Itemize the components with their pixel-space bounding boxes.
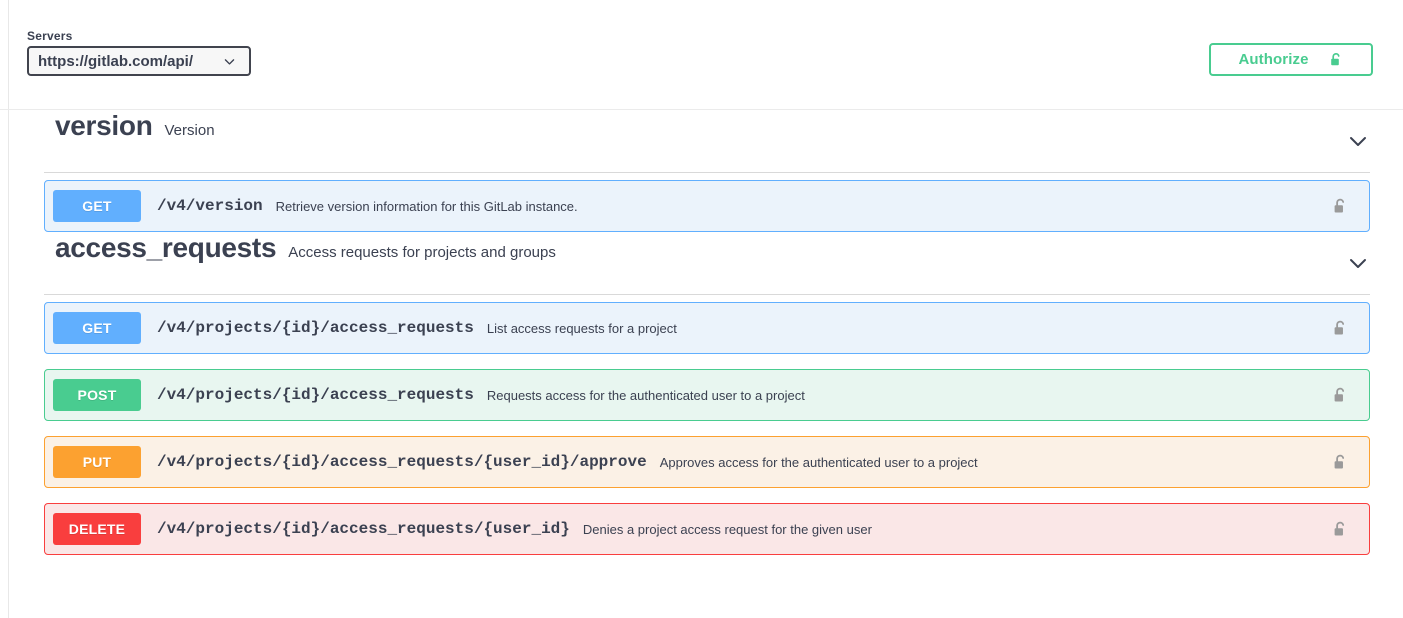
- operation-summary: Denies a project access request for the …: [582, 521, 872, 537]
- unlock-icon: [1328, 51, 1344, 68]
- http-method-badge: GET: [53, 190, 141, 222]
- operation-path: /v4/projects/{id}/access_requests: [157, 386, 474, 404]
- authorize-button[interactable]: Authorize: [1209, 43, 1373, 76]
- operation-row[interactable]: DELETE /v4/projects/{id}/access_requests…: [44, 503, 1370, 555]
- chevron-down-icon[interactable]: [1346, 129, 1370, 153]
- operation-path: /v4/version: [157, 197, 263, 215]
- http-method-badge: GET: [53, 312, 141, 344]
- tag-section-access-requests: access_requests Access requests for proj…: [0, 232, 1403, 555]
- chevron-down-icon[interactable]: [1346, 251, 1370, 275]
- http-method-badge: PUT: [53, 446, 141, 478]
- operation-summary: Requests access for the authenticated us…: [486, 387, 805, 403]
- operation-row[interactable]: POST /v4/projects/{id}/access_requests R…: [44, 369, 1370, 421]
- unlock-icon[interactable]: [1331, 453, 1349, 472]
- tag-section-version: version Version GET /v4/version Retrieve…: [0, 110, 1403, 232]
- server-select[interactable]: https://gitlab.com/api/: [27, 46, 251, 76]
- operation-row[interactable]: GET /v4/projects/{id}/access_requests Li…: [44, 302, 1370, 354]
- tag-description: Version: [164, 122, 215, 139]
- operation-path: /v4/projects/{id}/access_requests/{user_…: [157, 453, 647, 471]
- tag-name: access_requests: [55, 232, 277, 263]
- unlock-icon[interactable]: [1331, 386, 1349, 405]
- tag-description: Access requests for projects and groups: [288, 244, 556, 261]
- tag-header-version[interactable]: version Version: [0, 110, 1403, 172]
- tag-divider: [44, 294, 1370, 295]
- tag-header-access-requests[interactable]: access_requests Access requests for proj…: [0, 232, 1403, 294]
- http-method-badge: DELETE: [53, 513, 141, 545]
- servers-label: Servers: [27, 29, 73, 43]
- operation-summary: Approves access for the authenticated us…: [659, 454, 978, 470]
- unlock-icon[interactable]: [1331, 520, 1349, 539]
- authorize-button-label: Authorize: [1238, 51, 1309, 68]
- operation-path: /v4/projects/{id}/access_requests: [157, 319, 474, 337]
- http-method-badge: POST: [53, 379, 141, 411]
- operation-row[interactable]: PUT /v4/projects/{id}/access_requests/{u…: [44, 436, 1370, 488]
- server-select-value: https://gitlab.com/api/: [38, 52, 194, 70]
- tag-name: version: [55, 110, 153, 141]
- servers-bar: Servers https://gitlab.com/api/ Authoriz…: [0, 0, 1403, 110]
- unlock-icon[interactable]: [1331, 197, 1349, 216]
- operation-row[interactable]: GET /v4/version Retrieve version informa…: [44, 180, 1370, 232]
- operation-summary: Retrieve version information for this Gi…: [275, 198, 578, 214]
- unlock-icon[interactable]: [1331, 319, 1349, 338]
- operations-list: version Version GET /v4/version Retrieve…: [0, 110, 1403, 555]
- operation-group-version: GET /v4/version Retrieve version informa…: [0, 180, 1403, 232]
- operation-path: /v4/projects/{id}/access_requests/{user_…: [157, 520, 570, 538]
- tag-divider: [44, 172, 1370, 173]
- operation-summary: List access requests for a project: [486, 320, 677, 336]
- servers-block: Servers https://gitlab.com/api/: [27, 29, 251, 76]
- chevron-down-icon: [223, 55, 236, 68]
- left-edge-rule: [8, 0, 9, 618]
- operation-group-access-requests: GET /v4/projects/{id}/access_requests Li…: [0, 302, 1403, 555]
